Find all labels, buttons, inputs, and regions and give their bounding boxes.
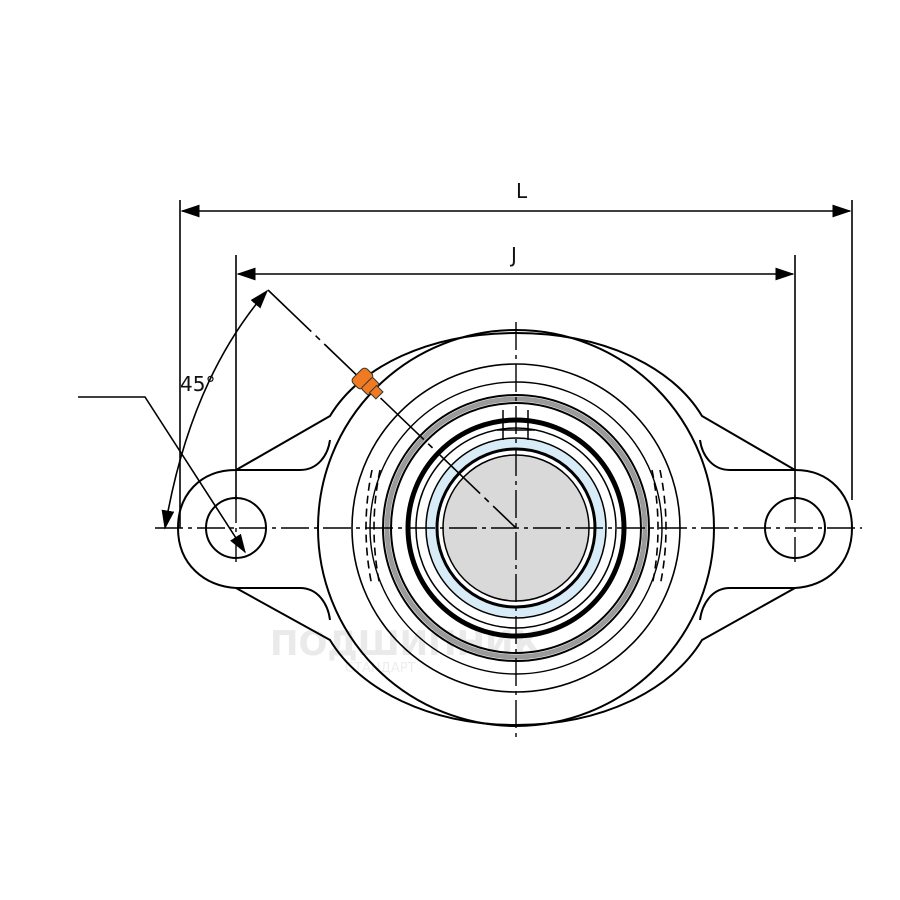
svg-text:СТАНДАРТ: СТАНДАРТ [345,661,416,676]
label-L: L [516,179,528,203]
leader-line [78,396,246,554]
dimension-lines [78,200,853,554]
angle-arc [161,289,269,530]
watermark: ПОДШИПНИК СТАНДАРТ [270,624,541,676]
label-angle: 45° [180,372,215,396]
label-J: J [509,243,517,267]
grease-nipple-icon [351,367,384,400]
